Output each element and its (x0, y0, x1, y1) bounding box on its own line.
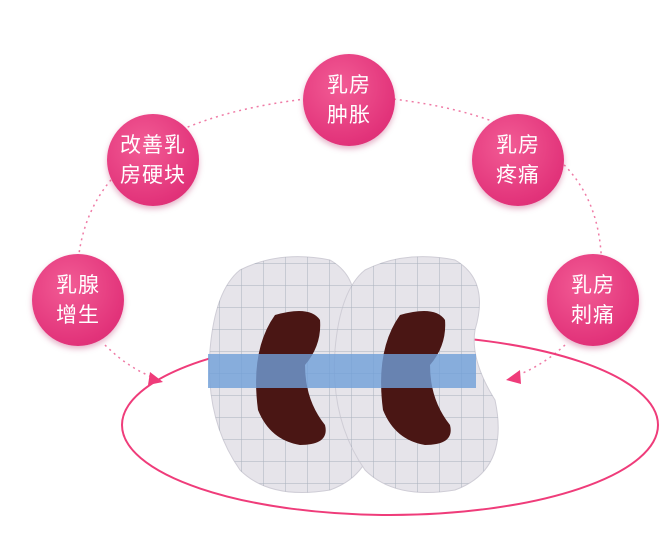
arrow-right-icon (506, 370, 521, 384)
blue-tape (208, 354, 476, 388)
bubble-text: 改善乳 (120, 133, 186, 157)
bubble-text: 刺痛 (571, 303, 615, 327)
arrow-left-icon (148, 372, 163, 385)
bubble-breast-swelling: 乳房肿胀 (303, 54, 395, 146)
bubble-text: 乳房 (496, 133, 540, 157)
bubble-improve-lumps: 改善乳房硬块 (107, 114, 199, 206)
dotted-arrow-right (509, 344, 566, 379)
bubble-text: 房硬块 (120, 163, 186, 187)
bubble-text: 乳腺 (56, 273, 100, 297)
dotted-arrow-left (104, 344, 161, 381)
patch-left (208, 256, 374, 493)
bubble-text: 增生 (56, 303, 100, 327)
bubble-text: 疼痛 (496, 163, 540, 187)
bubble-stinging-pain: 乳房刺痛 (547, 254, 639, 346)
bubble-hyperplasia: 乳腺增生 (32, 254, 124, 346)
bubble-breast-pain: 乳房疼痛 (472, 114, 564, 206)
bubble-text: 乳房 (327, 73, 371, 97)
bubble-text: 肿胀 (327, 103, 371, 127)
bubble-text: 乳房 (571, 273, 615, 297)
